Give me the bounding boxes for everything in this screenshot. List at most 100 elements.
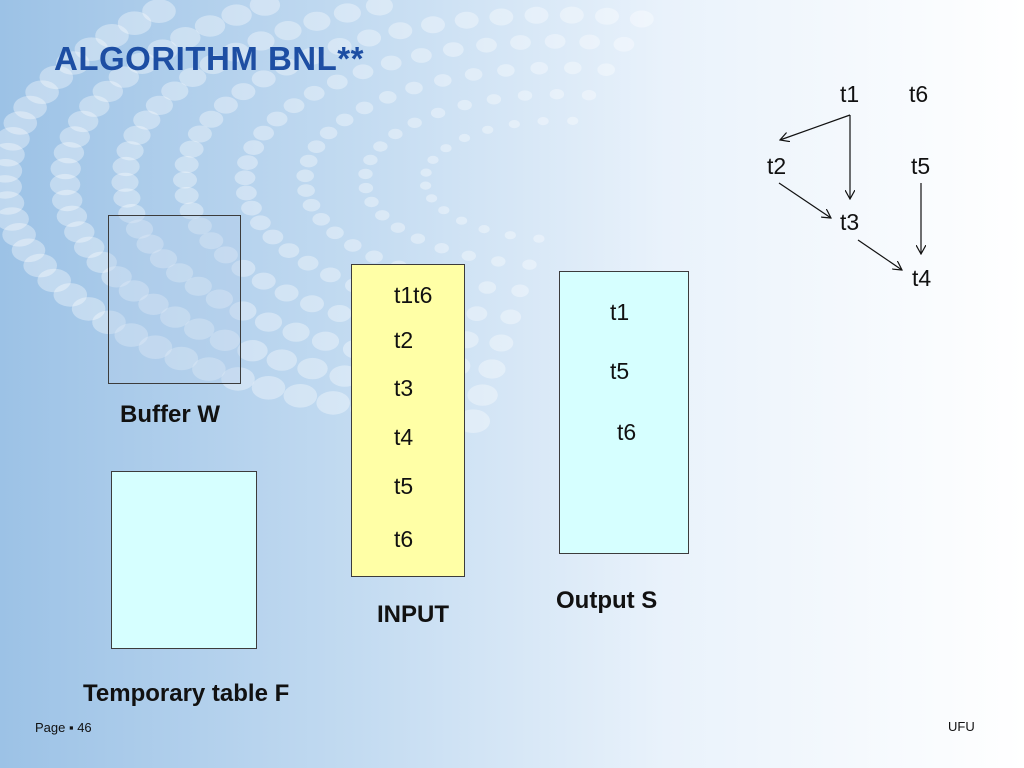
background-dot <box>303 85 325 101</box>
background-dot <box>231 83 256 101</box>
graph-node-t6: t6 <box>909 81 928 107</box>
background-dot <box>410 233 426 244</box>
background-dot <box>231 259 256 277</box>
background-dot <box>133 110 161 130</box>
background-dot <box>253 125 274 141</box>
background-dot <box>184 276 212 296</box>
background-dot <box>365 250 383 264</box>
background-dot <box>497 64 515 77</box>
background-dot <box>430 107 446 119</box>
background-dot <box>184 318 215 340</box>
background-dot <box>95 24 129 48</box>
background-dot <box>50 157 81 180</box>
background-dot <box>326 226 344 240</box>
background-dot <box>486 94 502 105</box>
background-dot <box>388 128 403 140</box>
background-dot <box>86 251 117 273</box>
background-dot <box>247 31 275 51</box>
background-dot <box>237 340 268 362</box>
background-dot <box>420 168 432 177</box>
background-dot <box>282 322 310 342</box>
background-dot <box>567 116 579 125</box>
background-dot <box>300 47 324 65</box>
background-dot <box>213 96 238 114</box>
background-dot <box>170 27 201 49</box>
background-dot <box>283 384 318 408</box>
background-dot <box>365 0 393 16</box>
background-dot <box>0 127 30 151</box>
background-dot <box>241 200 262 216</box>
background-dot <box>297 184 315 197</box>
background-dot <box>0 142 25 167</box>
background-dot <box>0 207 29 231</box>
background-dot <box>250 215 271 231</box>
background-dot <box>595 7 619 25</box>
background-dot <box>251 272 276 290</box>
footer-org: UFU <box>948 719 975 734</box>
background-dot <box>53 142 85 164</box>
background-dot <box>312 213 331 226</box>
background-dot <box>173 171 197 189</box>
background-dot <box>274 21 302 41</box>
background-dot <box>64 221 95 243</box>
background-dot <box>13 95 47 120</box>
background-dot <box>405 81 423 95</box>
background-dot <box>327 305 352 322</box>
background-dot <box>174 187 199 204</box>
background-dot <box>458 133 471 143</box>
background-dot <box>466 306 488 322</box>
background-dot <box>524 6 549 24</box>
background-dot <box>296 169 315 183</box>
background-dot <box>319 126 338 140</box>
background-dot <box>0 175 22 199</box>
background-dot <box>456 216 468 225</box>
background-dot <box>564 61 582 75</box>
input-item: t2 <box>394 327 414 353</box>
background-dot <box>300 295 324 313</box>
background-dot <box>187 217 212 235</box>
background-dot <box>254 312 283 332</box>
background-dot <box>434 74 452 87</box>
background-dot <box>51 189 83 212</box>
background-dot <box>187 125 212 143</box>
background-dot <box>23 253 57 278</box>
background-dot <box>118 280 150 302</box>
background-dot <box>613 36 635 52</box>
graph-node-t1: t1 <box>840 81 859 107</box>
background-dot <box>522 259 537 270</box>
background-dot <box>147 39 178 61</box>
background-dot <box>504 231 516 240</box>
background-dot <box>222 42 250 62</box>
background-dot <box>123 125 151 145</box>
background-dot <box>457 99 472 111</box>
input-item: t1t6 <box>394 282 433 308</box>
background-dot <box>344 239 362 252</box>
background-dot <box>25 80 59 104</box>
input-item: t4 <box>394 424 414 450</box>
background-dot <box>56 205 88 227</box>
edge-t2-t3 <box>778 182 831 218</box>
background-dot <box>237 155 258 171</box>
background-dot <box>71 297 106 321</box>
background-dot <box>311 331 340 351</box>
input-box <box>351 264 465 577</box>
background-dot <box>454 11 479 29</box>
background-dot <box>357 29 382 47</box>
background-dot <box>364 196 379 208</box>
graph-node-t4: t4 <box>912 265 931 291</box>
background-dot <box>92 80 124 103</box>
background-dot <box>166 263 194 283</box>
background-dot <box>559 6 584 24</box>
background-dot <box>39 65 74 90</box>
background-dot <box>297 255 319 271</box>
background-dot <box>476 37 497 53</box>
background-dot <box>517 90 533 101</box>
page-number: Page ▪ 46 <box>35 720 92 735</box>
output-box <box>559 271 689 554</box>
buffer-w-label: Buffer W <box>120 401 220 428</box>
background-dot <box>149 249 178 269</box>
background-dot <box>37 268 71 293</box>
background-dot <box>464 68 483 81</box>
